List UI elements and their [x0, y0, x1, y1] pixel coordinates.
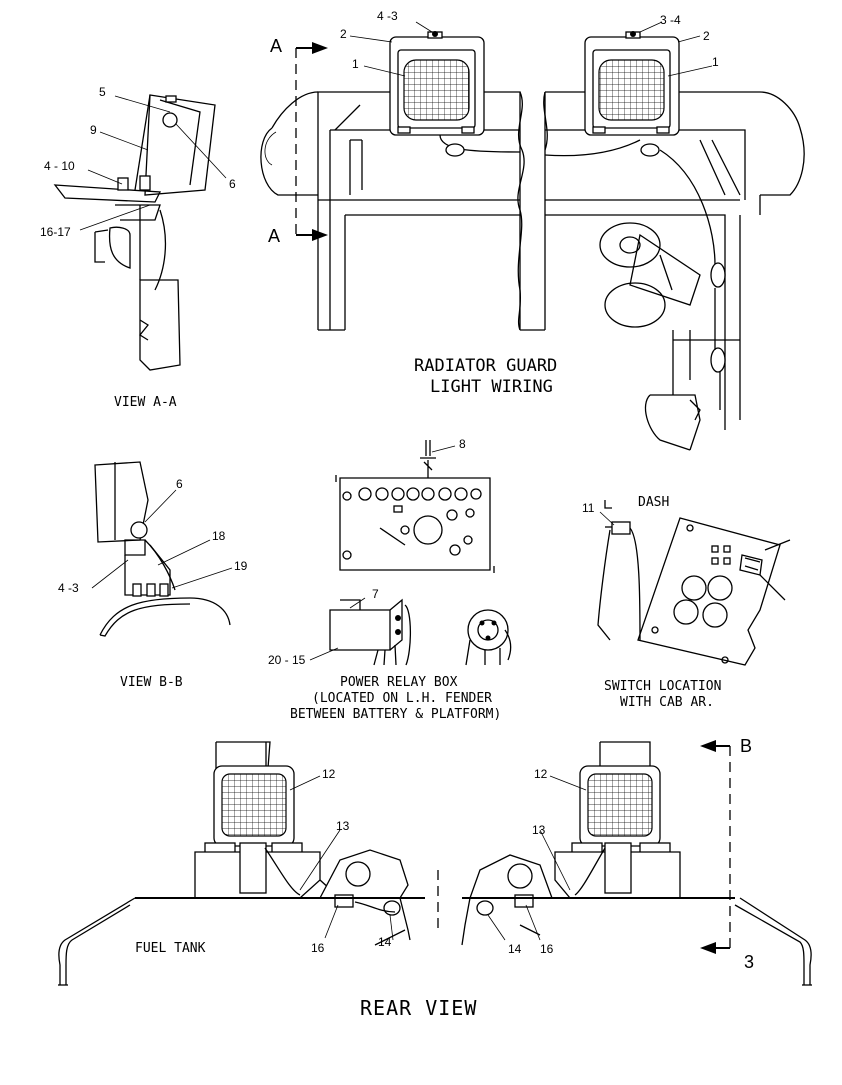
- callout-labels: 4 -3 2 1 3 -4 2 1 5 9 6 4 - 10 16-17 8 6…: [40, 9, 719, 956]
- relay-caption-line2: (LOCATED ON L.H. FENDER: [312, 691, 492, 706]
- view-bb-caption: VIEW B-B: [120, 675, 183, 690]
- callout-20-15: 20 - 15: [268, 653, 306, 667]
- relay-caption-line1: POWER RELAY BOX: [340, 675, 458, 690]
- radiator-caption-line1: RADIATOR GUARD: [414, 356, 557, 376]
- captions: VIEW A-A RADIATOR GUARD LIGHT WIRING VIE…: [114, 356, 721, 1020]
- callout-2-right: 2: [703, 29, 710, 43]
- callout-12-left: 12: [322, 767, 336, 781]
- section-a-top-label: A: [270, 36, 282, 56]
- callout-7: 7: [372, 587, 379, 601]
- callout-18: 18: [212, 529, 226, 543]
- callout-1-left: 1: [352, 57, 359, 71]
- callout-19: 19: [234, 559, 248, 573]
- callout-16-right: 16: [540, 942, 554, 956]
- callout-4-3-view-bb: 4 -3: [58, 581, 79, 595]
- switch-caption-line1: SWITCH LOCATION: [604, 679, 721, 694]
- callout-4-3-top: 4 -3: [377, 9, 398, 23]
- leader-lines: [79, 21, 713, 941]
- callout-11: 11: [582, 501, 595, 515]
- callout-9: 9: [90, 123, 97, 137]
- view-aa-drawing: [53, 94, 216, 371]
- callout-1-right: 1: [712, 55, 719, 69]
- rear-view-drawing: [58, 741, 812, 986]
- relay-caption-line3: BETWEEN BATTERY & PLATFORM): [290, 707, 501, 722]
- view-bb-drawing: [94, 461, 231, 637]
- callout-5: 5: [99, 85, 106, 99]
- callout-8: 8: [459, 437, 466, 451]
- fuel-tank-label: FUEL TANK: [135, 941, 206, 956]
- switch-location-drawing: [597, 500, 791, 666]
- rear-view-caption: REAR VIEW: [360, 996, 477, 1020]
- radiator-guard-drawing: [260, 31, 805, 451]
- callout-13-left: 13: [336, 819, 350, 833]
- section-b-bottom-label: 3: [744, 952, 754, 972]
- callout-16-17: 16-17: [40, 225, 71, 239]
- callout-4-10: 4 - 10: [44, 159, 75, 173]
- section-b-marks: B 3: [700, 736, 754, 972]
- view-aa-caption: VIEW A-A: [114, 395, 177, 410]
- callout-14-left: 14: [378, 935, 392, 949]
- callout-13-right: 13: [532, 823, 546, 837]
- section-a-bottom-label: A: [268, 226, 280, 246]
- callout-3-4: 3 -4: [660, 13, 681, 27]
- dash-label: DASH: [638, 495, 669, 510]
- switch-caption-line2: WITH CAB AR.: [620, 695, 714, 710]
- relay-box-drawing: [329, 440, 512, 666]
- callout-6-view-bb: 6: [176, 477, 183, 491]
- callout-12-right: 12: [534, 767, 548, 781]
- section-b-top-label: B: [740, 736, 752, 756]
- callout-2-left: 2: [340, 27, 347, 41]
- callout-16-left: 16: [311, 941, 325, 955]
- section-a-marks: A A: [268, 36, 328, 246]
- callout-6-view-aa: 6: [229, 177, 236, 191]
- callout-14-right: 14: [508, 942, 522, 956]
- radiator-caption-line2: LIGHT WIRING: [430, 377, 553, 397]
